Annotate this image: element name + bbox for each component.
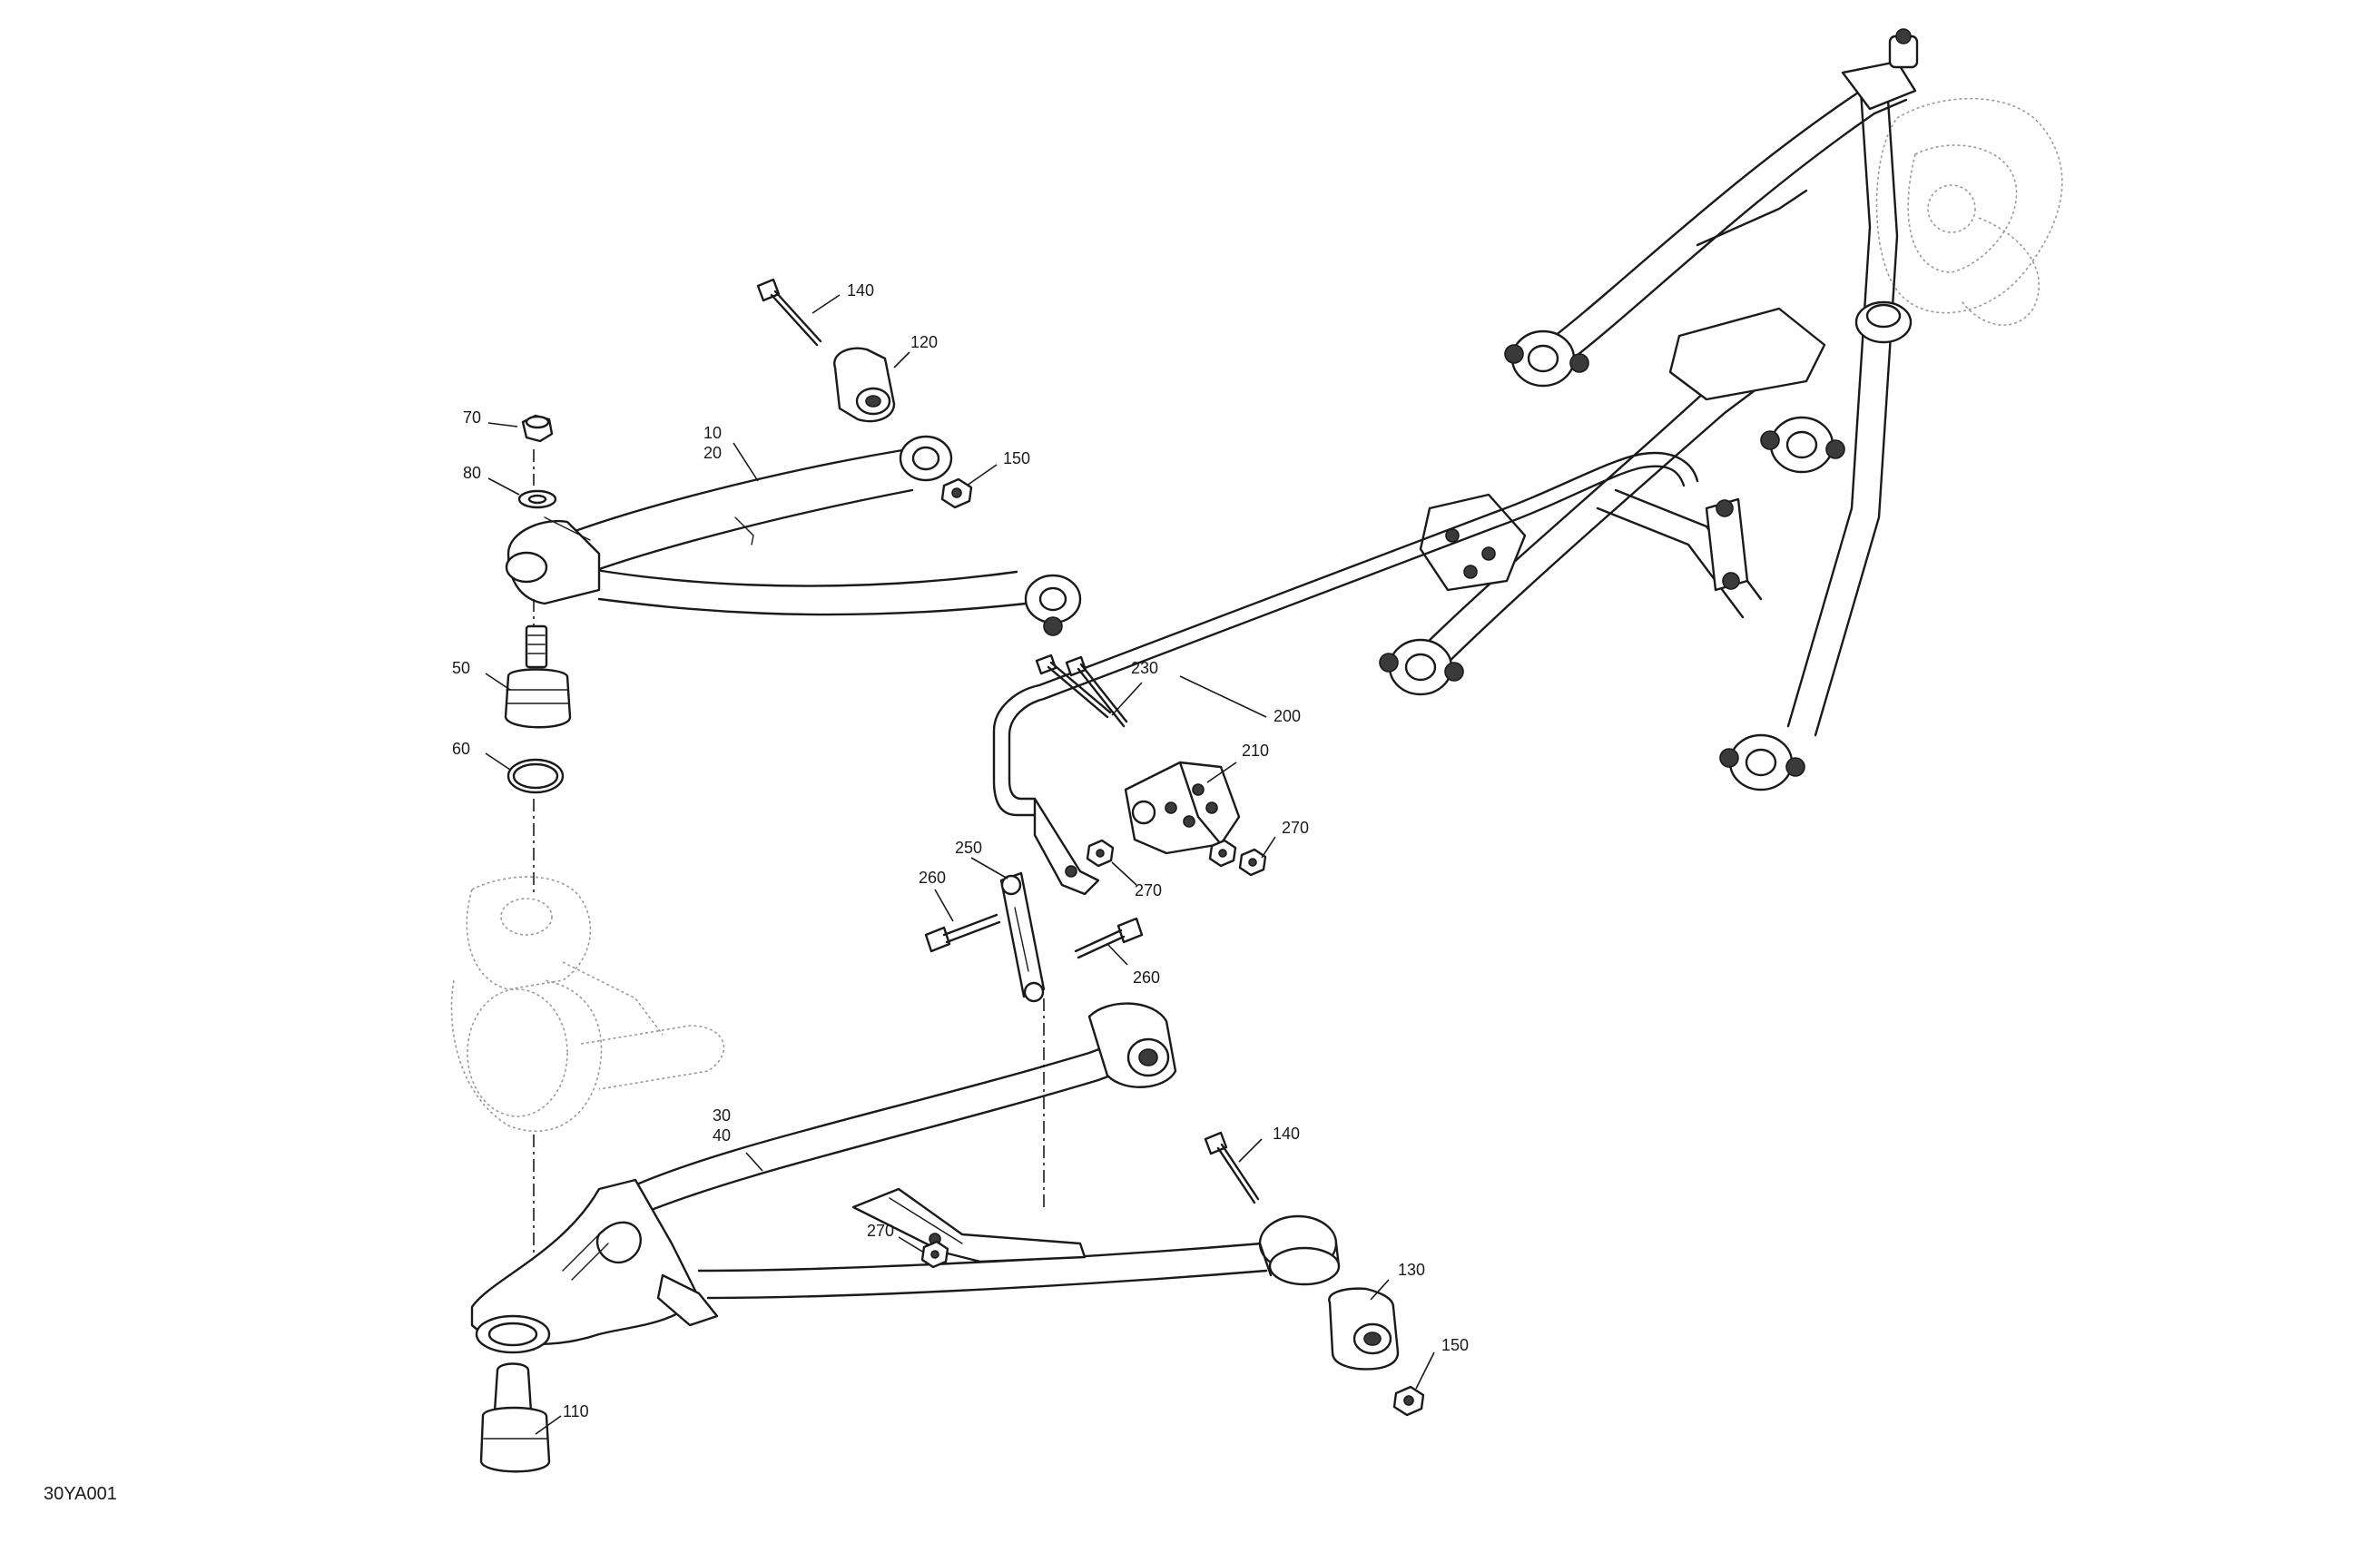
sway-bar-bushing-block [1124,761,1241,855]
lower-arm-rear-pivot [1087,1002,1177,1088]
washer-80 [517,489,557,509]
callout-80: 80 [463,464,481,482]
callout-130: 130 [1398,1261,1425,1279]
bolts-230 [1035,654,1128,728]
bolt-260-left [924,913,1001,953]
assembled-upper-bushing-rear [1504,329,1589,388]
callout-270-lower: 270 [867,1222,894,1240]
nut-270-middle [1208,839,1237,868]
assembled-lower-a-arm [1379,300,1913,791]
assembled-lower-bushing-rear [1379,638,1464,696]
callout-270-right: 270 [1282,819,1309,837]
callout-200: 200 [1274,707,1301,725]
callout-70: 70 [463,408,481,427]
bolt-140-upper [756,278,822,347]
assembled-upper-a-arm [1504,28,1919,737]
nut-70 [521,414,554,443]
lower-arm-front-pivot [1258,1214,1341,1286]
upper-arm-front-pivot [899,435,953,482]
assembled-lower-ball-joint [1854,300,1913,344]
drawing-code: 30YA001 [44,1484,117,1504]
bushing-130 [1328,1287,1400,1371]
nut-150-upper [940,477,973,509]
assembled-sway-link [1705,497,1749,592]
ball-joint-110 [479,1362,551,1473]
callout-140-upper: 140 [847,281,874,300]
lower-a-arm [470,1002,1341,1354]
sway-bar-link [999,871,1046,1003]
assembled-lower-bushing-front [1719,733,1805,791]
callout-10: 10 [703,424,722,442]
callout-50: 50 [452,659,470,677]
knuckle-ghost-left [450,876,725,1133]
callout-260-right: 260 [1133,968,1160,987]
nut-270-right [1238,848,1267,877]
callout-110: 110 [563,1402,589,1420]
callout-150-upper: 150 [1003,449,1030,467]
retaining-ring-60 [506,758,565,794]
assembled-upper-bushing-front [1760,416,1845,474]
callout-60: 60 [452,740,470,758]
bolt-260-right [1074,917,1144,959]
bushing-120 [833,347,896,423]
callout-230: 230 [1131,659,1158,677]
callout-120: 120 [910,333,938,351]
callout-30: 30 [713,1106,731,1125]
callout-270-left: 270 [1135,881,1162,899]
assembled-sway-bar-bracket [1419,493,1527,592]
callout-250: 250 [955,839,982,857]
assembled-knuckle-ghost [1875,97,2063,326]
callout-140-lower: 140 [1273,1125,1300,1143]
callout-20: 20 [703,444,722,462]
callout-leaders [485,294,1435,1435]
callout-150-lower: 150 [1441,1336,1469,1354]
callout-40: 40 [713,1126,731,1145]
callout-260-left: 260 [919,869,946,887]
callout-210: 210 [1242,742,1269,760]
bolt-140-lower [1204,1131,1260,1204]
upper-arm-rear-pivot [1024,574,1082,636]
ball-joint-50 [504,624,572,729]
sway-bar [992,451,1699,896]
nut-270-lower-arm [920,1240,949,1269]
nut-270-left [1086,839,1115,868]
upper-a-arm [505,435,1082,636]
nut-150-lower [1392,1385,1425,1417]
